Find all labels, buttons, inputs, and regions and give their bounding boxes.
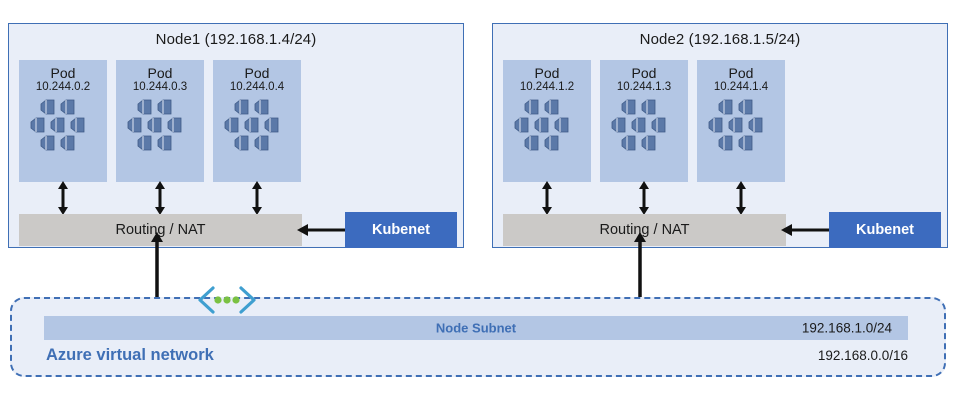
container-cluster-icon bbox=[127, 99, 182, 151]
pod-ip: 10.244.0.2 bbox=[35, 81, 91, 93]
pod-routing-arrow-icon bbox=[736, 181, 746, 215]
pod-ip: 10.244.0.3 bbox=[132, 81, 188, 93]
container-cluster-icon bbox=[30, 99, 85, 151]
kubenet-box-1: Kubenet bbox=[345, 212, 457, 248]
kubenet-routing-arrow-icon bbox=[297, 224, 349, 236]
azure-virtual-network-title: Azure virtual network bbox=[46, 346, 214, 364]
pod-routing-arrow-icon bbox=[58, 181, 68, 215]
container-cluster-icon bbox=[224, 99, 279, 151]
pod-box-1-2: Pod 10.244.0.3 bbox=[116, 60, 204, 182]
kubenet-label: Kubenet bbox=[372, 222, 430, 238]
node-subnet-bar: Node Subnet 192.168.1.0/24 bbox=[44, 316, 908, 340]
pod-label: Pod bbox=[50, 65, 76, 81]
kubenet-label: Kubenet bbox=[856, 222, 914, 238]
pod-ip: 10.244.1.3 bbox=[616, 81, 672, 93]
pod-routing-arrow-icon bbox=[639, 181, 649, 215]
routing-nat-label: Routing / NAT bbox=[115, 222, 206, 238]
routing-nat-label: Routing / NAT bbox=[599, 222, 690, 238]
node-subnet-cidr: 192.168.1.0/24 bbox=[801, 320, 892, 336]
azure-virtual-network-cidr: 192.168.0.0/16 bbox=[817, 348, 908, 363]
container-cluster-icon bbox=[611, 99, 666, 151]
pod-label: Pod bbox=[147, 65, 173, 81]
pod-routing-arrow-icon bbox=[155, 181, 165, 215]
container-cluster-icon bbox=[708, 99, 763, 151]
pod-routing-arrow-icon bbox=[252, 181, 262, 215]
network-connector-icon bbox=[198, 286, 256, 314]
node-subnet-label: Node Subnet bbox=[435, 320, 517, 336]
node-title-2: Node2 (192.168.1.5/24) bbox=[639, 31, 801, 48]
pod-label: Pod bbox=[728, 65, 754, 81]
container-cluster-icon bbox=[514, 99, 569, 151]
kubenet-routing-arrow-icon bbox=[781, 224, 833, 236]
node-title-1: Node1 (192.168.1.4/24) bbox=[155, 31, 317, 48]
pod-box-1-3: Pod 10.244.0.4 bbox=[213, 60, 301, 182]
node-container-1: Node1 (192.168.1.4/24) Pod 10.244.0.2 Po… bbox=[8, 23, 464, 248]
pod-box-2-3: Pod 10.244.1.4 bbox=[697, 60, 785, 182]
pod-ip: 10.244.0.4 bbox=[229, 81, 285, 93]
pod-label: Pod bbox=[244, 65, 270, 81]
pod-label: Pod bbox=[631, 65, 657, 81]
pod-ip: 10.244.1.4 bbox=[713, 81, 769, 93]
pod-box-2-2: Pod 10.244.1.3 bbox=[600, 60, 688, 182]
node-container-2: Node2 (192.168.1.5/24) Pod 10.244.1.2 Po… bbox=[492, 23, 948, 248]
pod-label: Pod bbox=[534, 65, 560, 81]
pod-box-2-1: Pod 10.244.1.2 bbox=[503, 60, 591, 182]
pod-routing-arrow-icon bbox=[542, 181, 552, 215]
kubenet-box-2: Kubenet bbox=[829, 212, 941, 248]
pod-box-1-1: Pod 10.244.0.2 bbox=[19, 60, 107, 182]
pod-ip: 10.244.1.2 bbox=[519, 81, 575, 93]
